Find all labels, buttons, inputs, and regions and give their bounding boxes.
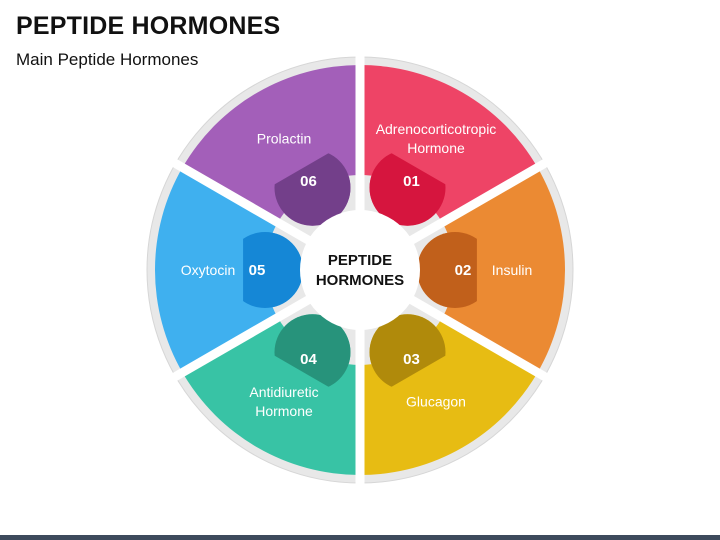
- segment-label-02-line1: Insulin: [492, 262, 532, 278]
- bottom-bar: [0, 535, 720, 540]
- center-title-line1: PEPTIDE: [328, 252, 392, 269]
- segment-label-04-line2: Hormone: [255, 403, 313, 419]
- center-title-line2: HORMONES: [316, 272, 404, 289]
- segment-number-04: 04: [300, 351, 317, 368]
- segment-number-01: 01: [403, 173, 420, 190]
- segment-label-01-line1: Adrenocorticotropic: [376, 121, 497, 137]
- segments-layer: [154, 64, 566, 475]
- separator-02: [402, 158, 549, 248]
- segment-number-06: 06: [300, 173, 317, 190]
- segment-label-06-line1: Prolactin: [257, 130, 311, 146]
- petal-dark-05: [243, 232, 303, 308]
- page-title: PEPTIDE HORMONES: [16, 12, 281, 40]
- segment-label-03-line1: Glucagon: [406, 394, 466, 410]
- segment-number-03: 03: [403, 351, 420, 368]
- separators-layer: [171, 55, 549, 485]
- segment-05: [154, 167, 278, 373]
- segment-label-05-line1: Oxytocin: [181, 262, 235, 278]
- petal-dark-02: [417, 232, 477, 308]
- segment-number-02: 02: [455, 262, 472, 279]
- separator-05: [171, 292, 318, 382]
- separator-06: [171, 158, 318, 248]
- segment-02: [442, 167, 566, 373]
- segment-label-01-line2: Hormone: [407, 140, 465, 156]
- segment-number-05: 05: [249, 262, 266, 279]
- segment-label-04-line1: Antidiuretic: [249, 384, 318, 400]
- separator-03: [402, 292, 549, 382]
- center-disc: [300, 210, 420, 330]
- page-subtitle: Main Peptide Hormones: [16, 50, 199, 69]
